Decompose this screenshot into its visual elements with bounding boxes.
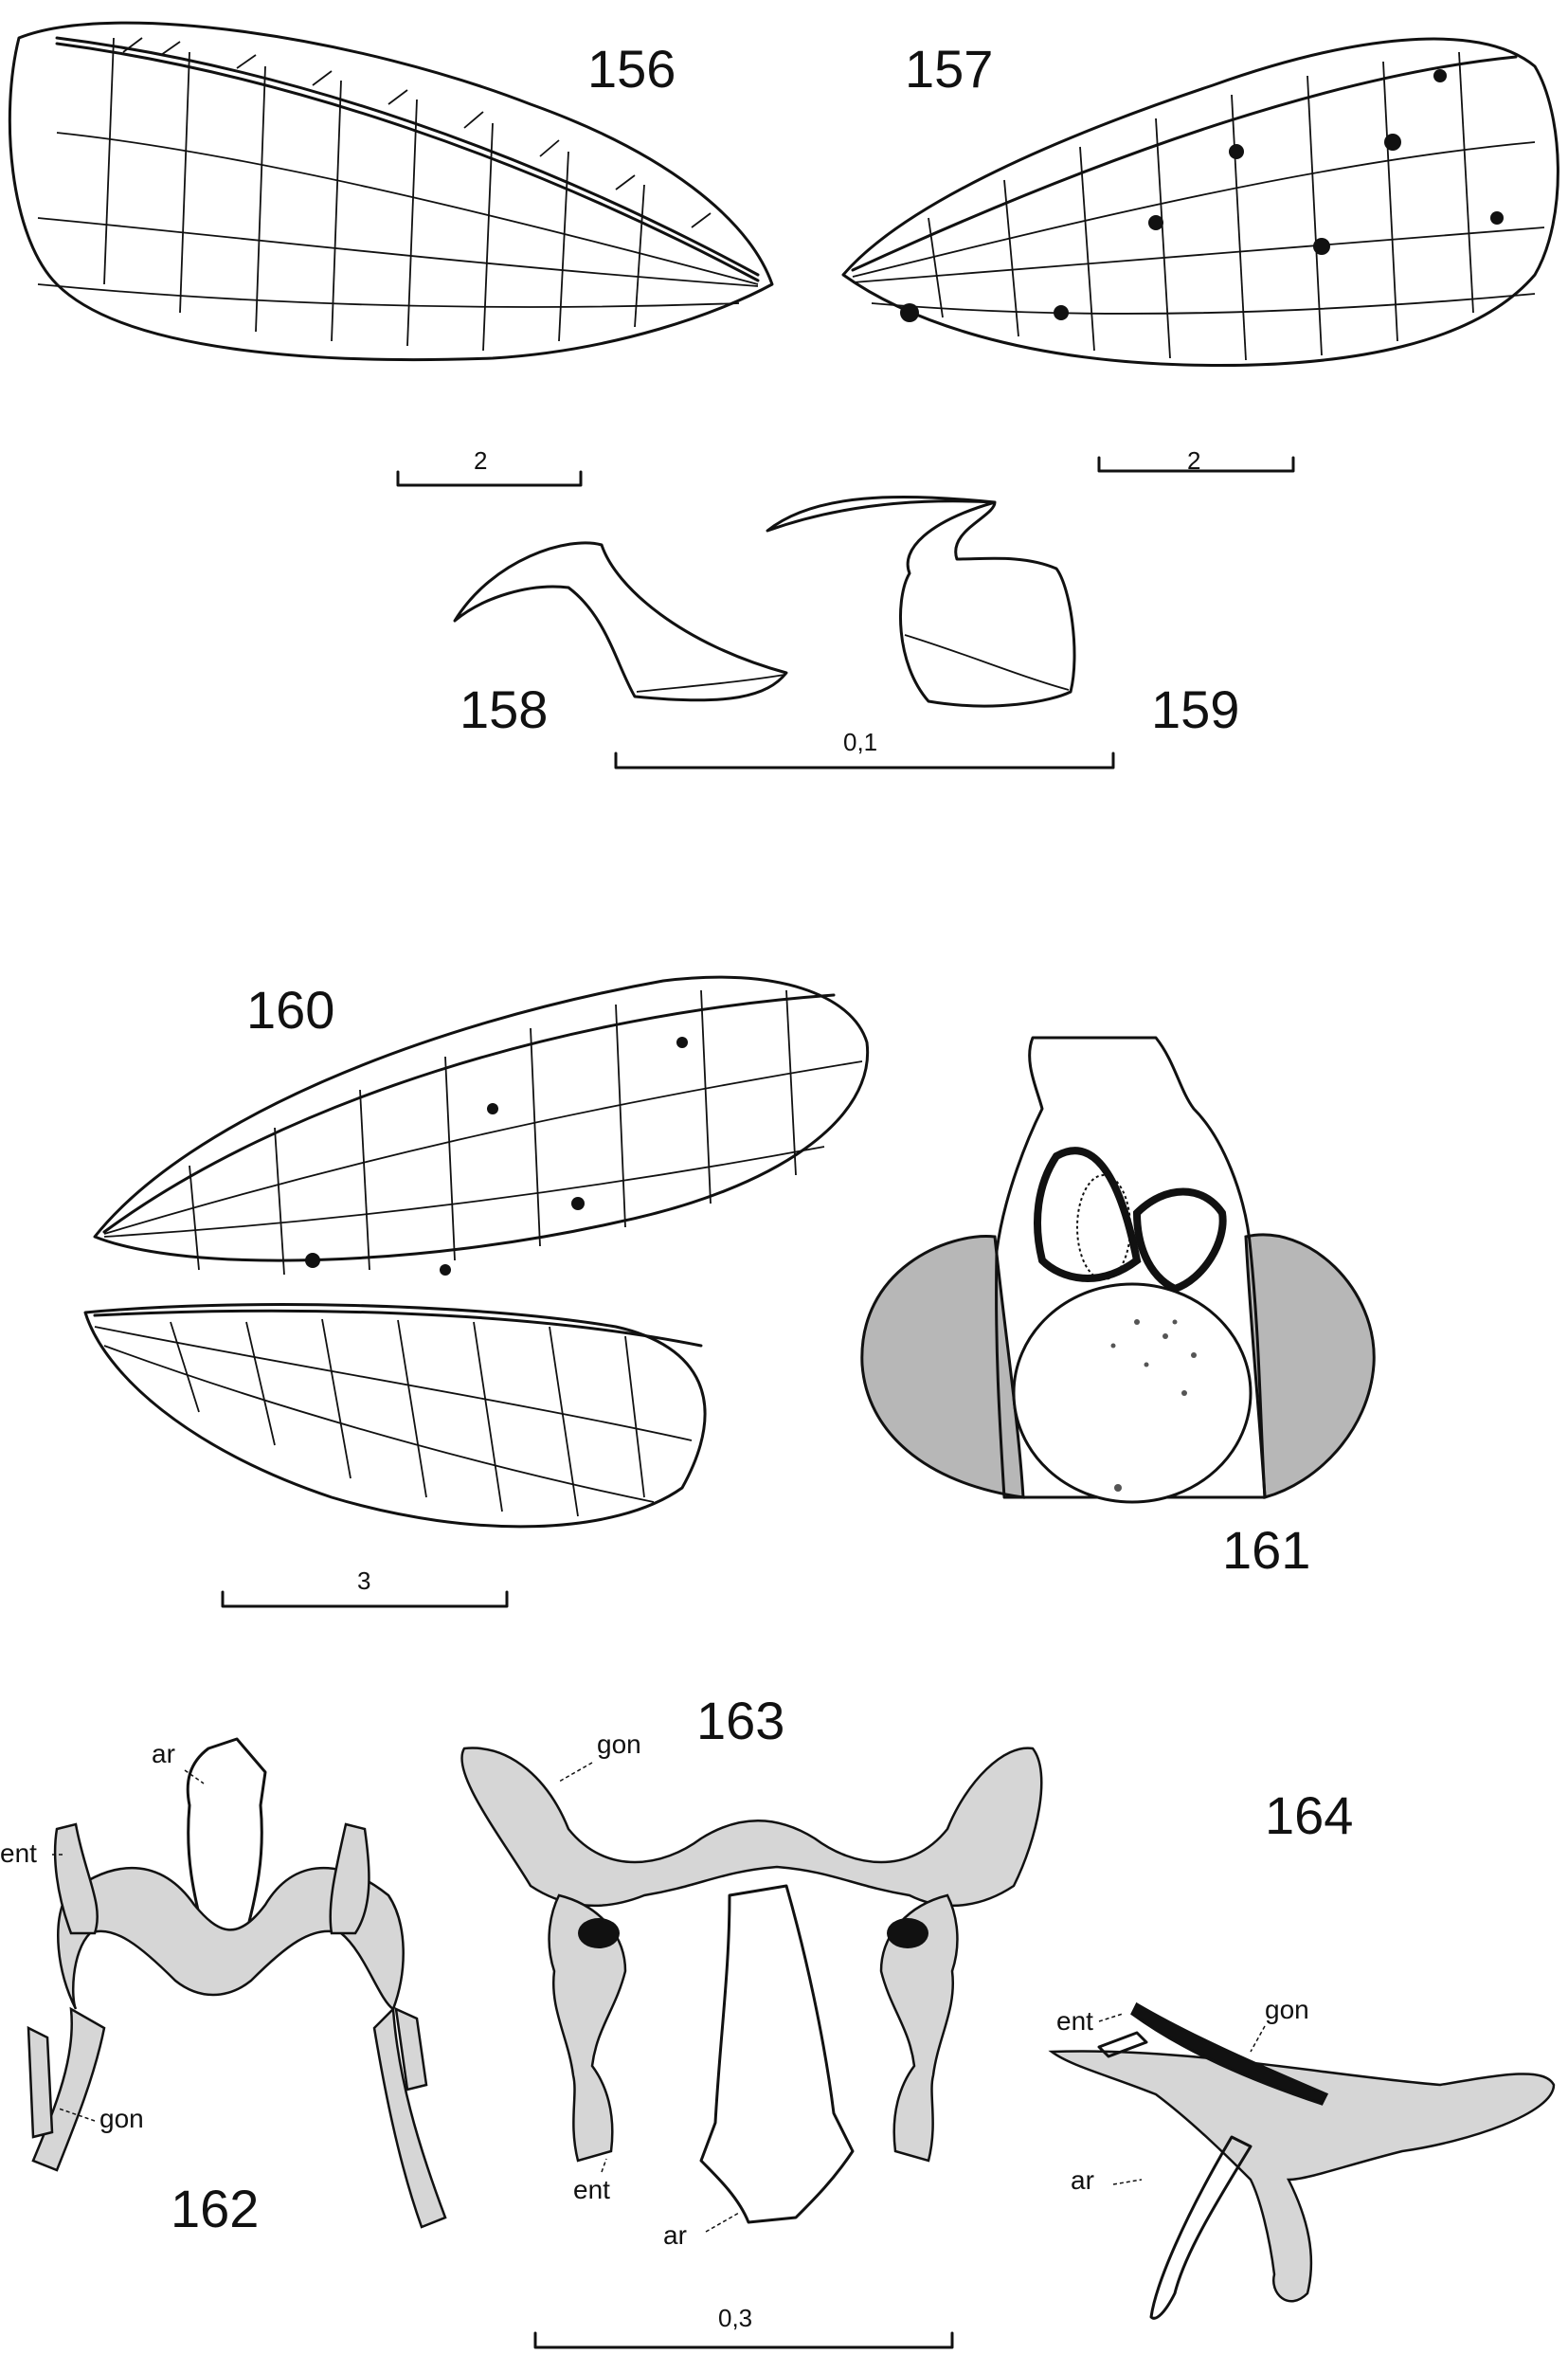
part-label-ar-162: ar [152,1739,175,1768]
part-label-gon-164: gon [1265,1995,1309,2024]
arcessus-163 [699,1884,855,2224]
scale-bar-162-164 [533,2331,954,2349]
figure-number-163: 163 [696,1691,784,1750]
figure-number-164: 164 [1265,1785,1353,1845]
scale-bar-157 [1097,456,1295,473]
scale-bar-157-label: 2 [1187,446,1200,475]
wing-156 [8,21,774,362]
part-label-ar-163: ar [663,2220,687,2250]
genitalia-162 [27,1737,447,2229]
scale-bar-160 [221,1590,509,1608]
figure-number-158: 158 [460,679,548,739]
part-label-ent-164: ent [1056,2006,1093,2036]
right-compound-eye [1244,1233,1376,1499]
scale-bar-160-label: 3 [357,1566,370,1595]
part-label-gon-162: gon [99,2104,144,2133]
part-label-ar-164: ar [1071,2165,1094,2195]
part-label-gon-163: gon [597,1729,641,1759]
scale-bar-162-164-label: 0,3 [718,2304,752,2332]
figure-number-162: 162 [171,2179,259,2238]
scale-bar-156-label: 2 [474,446,487,475]
wings-160 [83,975,870,1529]
part-label-ent-163: ent [573,2175,610,2204]
figure-number-159: 159 [1151,679,1239,739]
scale-bar-158-159 [614,751,1115,770]
figure-number-161: 161 [1222,1520,1310,1580]
head-161 [860,1036,1376,1504]
scale-bar-158-159-label: 0,1 [843,728,877,756]
figure-number-157: 157 [905,39,993,99]
genitalia-163 [460,1747,1043,2224]
arcessus-164 [1149,2135,1253,2320]
figure-number-160: 160 [246,980,334,1040]
scale-bar-156 [396,470,583,487]
clypeus [1012,1282,1253,1504]
genitalia-164 [1048,2001,1556,2320]
claw-158 [453,541,788,702]
left-compound-eye [860,1235,1025,1499]
claw-159 [766,495,1076,708]
part-label-ent-162: ent [0,1838,37,1868]
wing-157 [841,37,1559,367]
figure-number-156: 156 [587,39,676,99]
